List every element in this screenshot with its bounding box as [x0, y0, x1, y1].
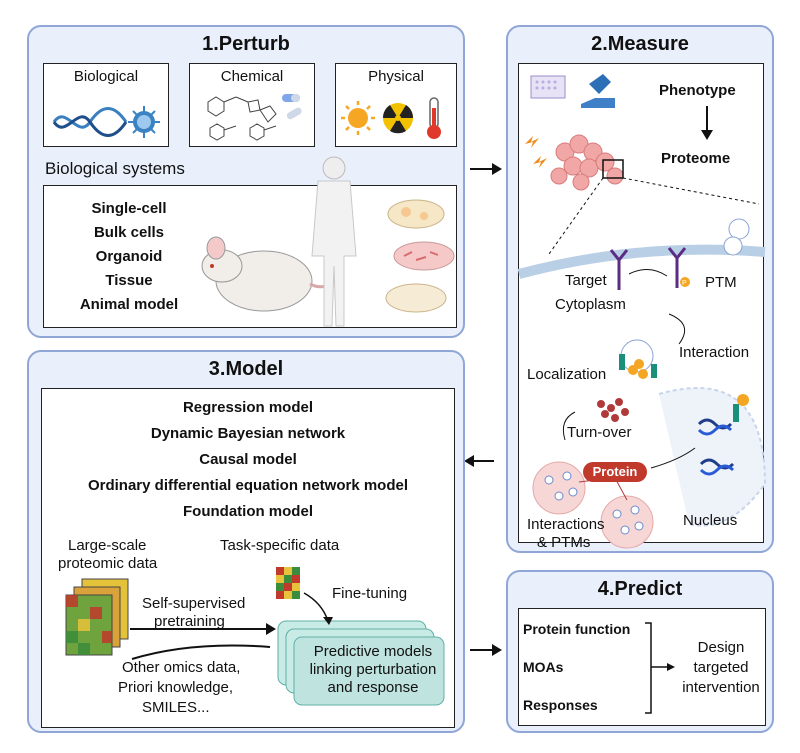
svg-text:P: P	[682, 280, 687, 287]
biological-systems-label: Biological systems	[45, 159, 185, 178]
biological-label: Biological	[73, 68, 139, 85]
predict-responses: Responses	[523, 697, 598, 713]
interactions-label-line1: Interactions	[527, 516, 605, 533]
self-supervised-line2: pretraining	[154, 613, 225, 630]
nucleus-label: Nucleus	[683, 512, 738, 529]
foundation-model-workflow-illustration	[65, 567, 445, 706]
foundation-model: Foundation model	[183, 503, 313, 520]
model-inner-box: Regression model Dynamic Bayesian networ…	[41, 388, 455, 728]
predict-inner-box: Protein function MOAs Responses Design t…	[518, 608, 766, 726]
sun-radiation-thermometer-icon	[341, 97, 441, 139]
design-line1: Design	[697, 639, 745, 656]
biological-systems-box: Single-cell Bulk cells Organoid Tissue A…	[43, 156, 457, 328]
physical-box: Physical	[335, 63, 457, 147]
dynamic-bayesian-network: Dynamic Bayesian network	[150, 425, 346, 442]
measure-panel: 2.Measure	[506, 25, 774, 553]
self-supervised-line1: Self-supervised	[142, 595, 246, 612]
predict-moas: MOAs	[523, 659, 564, 675]
biological-box: Biological	[43, 63, 169, 147]
task-specific-label: Task-specific data	[220, 537, 340, 554]
causal-model: Causal model	[199, 451, 297, 468]
predict-bracket-arrow	[645, 622, 675, 714]
predictive-line1: Predictive models	[313, 643, 433, 660]
system-bulk-cells: Bulk cells	[93, 224, 165, 241]
system-single-cell: Single-cell	[91, 200, 167, 217]
measure-inner-box: P	[517, 63, 767, 551]
perturb-title: 1.Perturb	[202, 33, 290, 55]
cytoplasm-label: Cytoplasm	[555, 296, 626, 313]
large-scale-line1: Large-scale	[68, 537, 147, 554]
predict-panel: 4.Predict Protein function MOAs Response…	[506, 570, 774, 733]
large-scale-line2: proteomic data	[58, 555, 158, 572]
ptm-label: PTM	[705, 274, 737, 291]
interaction-label: Interaction	[679, 344, 750, 361]
phenotype-label: Phenotype	[659, 82, 736, 99]
system-tissue: Tissue	[105, 272, 153, 289]
chemical-box: Chemical	[189, 63, 315, 147]
design-line2: targeted	[693, 659, 749, 676]
interactions-label-line2: & PTMs	[537, 534, 591, 551]
predict-protein-function: Protein function	[523, 621, 631, 637]
dna-virus-icon	[52, 106, 160, 138]
ode-network-model: Ordinary differential equation network m…	[87, 477, 409, 494]
turnover-label: Turn-over	[567, 424, 632, 441]
proteome-label: Proteome	[661, 150, 731, 167]
design-line3: intervention	[682, 679, 760, 696]
predictive-line3: and response	[327, 679, 419, 696]
mouse-human-dishes-illustration	[201, 156, 455, 327]
perturb-panel: 1.Perturb Biological Chemical	[27, 25, 465, 338]
localization-label: Localization	[527, 366, 607, 383]
predict-title: 4.Predict	[597, 578, 683, 600]
regression-model: Regression model	[182, 399, 314, 416]
target-label: Target	[565, 272, 607, 289]
system-animal-model: Animal model	[79, 296, 179, 313]
predictive-line2: linking perturbation	[309, 661, 437, 678]
molecule-structures-icon	[207, 94, 302, 141]
other-omics-line3: SMILES...	[142, 699, 210, 716]
cell-signaling-illustration: P	[517, 74, 767, 549]
other-omics-line2: Priori knowledge,	[118, 679, 234, 696]
system-organoid: Organoid	[95, 248, 163, 265]
other-omics-line1: Other omics data,	[122, 659, 241, 676]
measure-title: 2.Measure	[591, 33, 689, 55]
chemical-label: Chemical	[220, 68, 284, 85]
model-panel: 3.Model Regression model Dynamic Bayesia…	[27, 350, 465, 733]
physical-label: Physical	[368, 68, 424, 85]
fine-tuning-label: Fine-tuning	[332, 585, 408, 602]
model-title: 3.Model	[208, 358, 284, 380]
protein-pill-label: Protein	[593, 464, 638, 479]
